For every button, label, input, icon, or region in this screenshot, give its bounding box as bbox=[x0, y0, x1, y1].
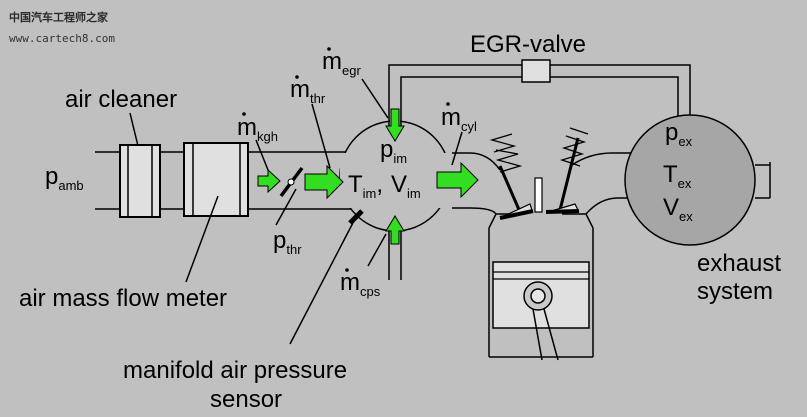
flow-arrow-thr bbox=[304, 164, 344, 200]
flow-arrow-cps bbox=[385, 215, 405, 245]
m-kgh-leader bbox=[255, 139, 269, 171]
svg-text:megr: megr bbox=[322, 48, 361, 78]
symbol-t-im: Tim, bbox=[348, 171, 383, 201]
svg-text:mcyl: mcyl bbox=[441, 104, 477, 134]
air-cleaner-leader bbox=[129, 112, 139, 147]
m-egr-leader bbox=[361, 78, 389, 119]
symbol-v-ex: Vex bbox=[663, 194, 693, 224]
intake-valve bbox=[489, 133, 534, 220]
symbol-m-cps: mcps bbox=[340, 268, 381, 299]
exhaust-valve bbox=[545, 127, 589, 214]
m-cyl-leader bbox=[451, 131, 463, 166]
exhaust-label-line2: system bbox=[697, 278, 773, 305]
egr-valve-body bbox=[521, 59, 551, 83]
symbol-t-ex: Tex bbox=[663, 161, 692, 191]
svg-text:EGR-valve: EGR-valve bbox=[470, 31, 586, 58]
map-sensor-label-line1: manifold air pressure bbox=[123, 357, 347, 384]
throttle-plate bbox=[279, 166, 304, 198]
connecting-rod bbox=[532, 308, 559, 361]
symbol-p-amb: pamb bbox=[45, 163, 84, 193]
svg-text:mkgh: mkgh bbox=[237, 114, 278, 144]
air-cleaner bbox=[119, 144, 161, 218]
flow-arrow-egr bbox=[385, 108, 405, 142]
exhaust-manifold bbox=[624, 114, 756, 246]
symbol-m-kgh: mkgh bbox=[237, 112, 278, 144]
symbol-v-im: Vim bbox=[391, 171, 421, 201]
m-cps-leader bbox=[367, 233, 387, 267]
symbol-p-ex: pex bbox=[665, 119, 693, 149]
air-mass-flow-meter-label: air mass flow meter bbox=[19, 285, 227, 312]
exhaust-label-line1: exhaust bbox=[697, 250, 781, 277]
symbol-m-egr: megr bbox=[322, 47, 361, 78]
symbol-p-thr: pthr bbox=[273, 227, 302, 257]
egr-valve-label: EGR-valve bbox=[470, 31, 586, 58]
exhaust-port bbox=[571, 152, 771, 215]
piston bbox=[492, 261, 590, 329]
intake-runner bbox=[452, 152, 501, 215]
map-sensor-label-line2: sensor bbox=[210, 386, 282, 413]
watermark-site-name: 中国汽车工程师之家 bbox=[9, 10, 109, 24]
svg-text:mthr: mthr bbox=[290, 76, 326, 106]
m-thr-leader bbox=[311, 103, 331, 169]
symbol-m-thr: mthr bbox=[290, 75, 326, 106]
intake-manifold bbox=[339, 118, 453, 280]
flow-arrow-cyl bbox=[436, 161, 479, 199]
svg-text:mcps: mcps bbox=[340, 269, 381, 299]
p-thr-leader bbox=[275, 188, 297, 226]
watermark-url: www.cartech8.com bbox=[9, 32, 115, 45]
flow-arrow-kgh bbox=[257, 168, 281, 194]
map-sensor-leader bbox=[289, 216, 357, 345]
spark-plug bbox=[534, 177, 543, 213]
symbol-p-im: pim bbox=[380, 136, 407, 166]
flow-meter-leader bbox=[185, 195, 219, 283]
air-mass-flow-meter bbox=[183, 142, 249, 217]
air-cleaner-label: air cleaner bbox=[65, 86, 177, 113]
symbol-m-cyl: mcyl bbox=[441, 102, 477, 134]
